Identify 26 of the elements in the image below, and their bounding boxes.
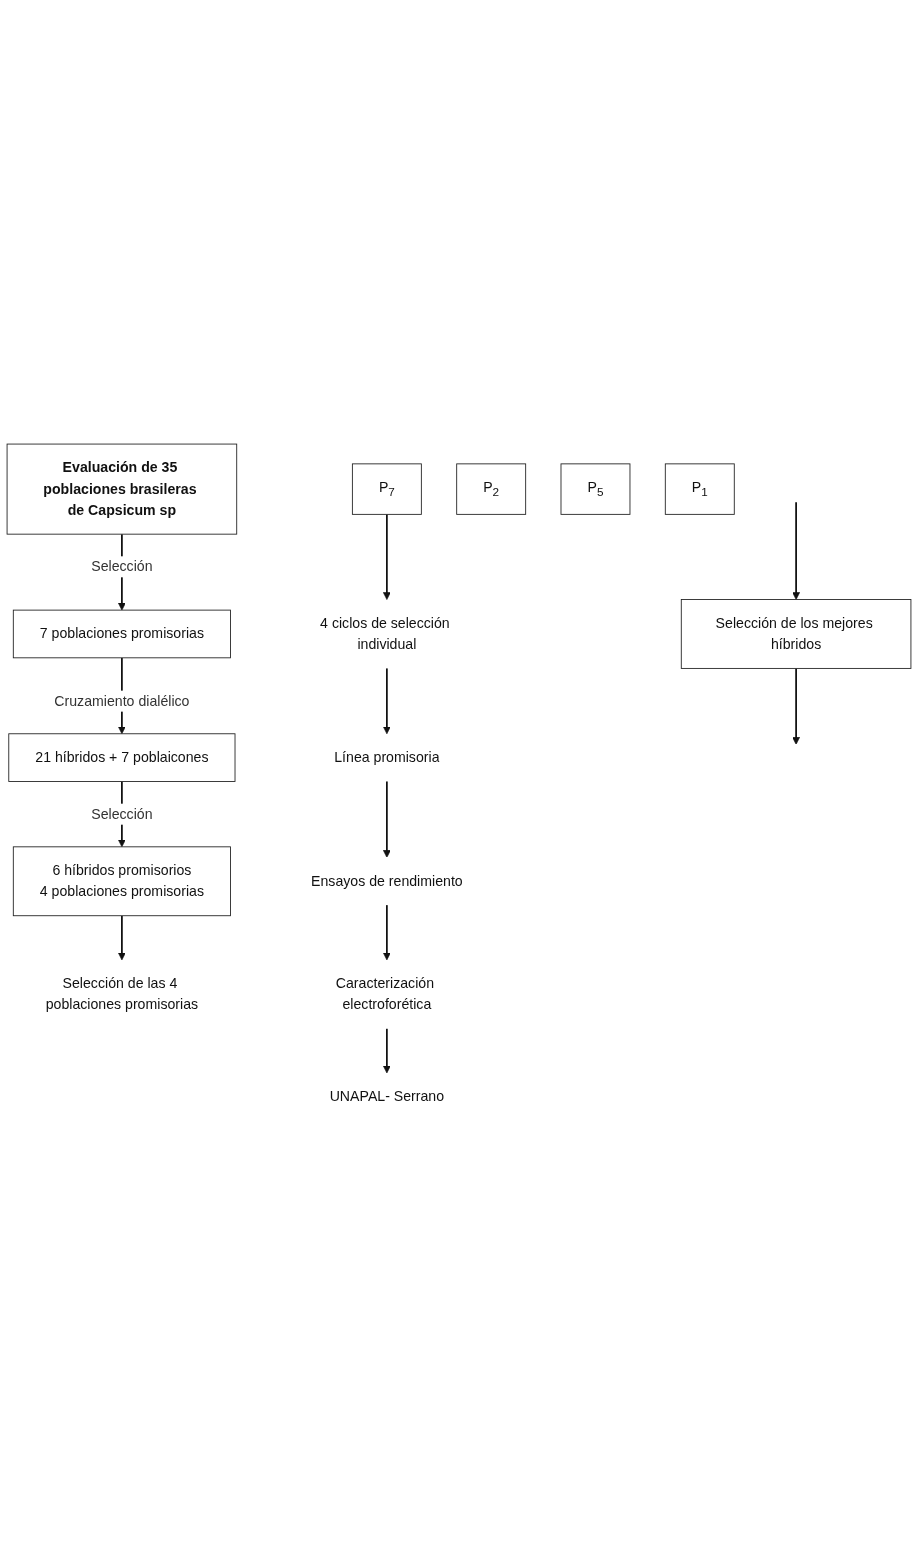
node-text: Línea promisoria (334, 749, 440, 765)
node-box: 21 híbridos + 7 poblaicones (8, 732, 236, 782)
node-text: Ensayos de rendimiento (311, 872, 463, 888)
node-text: Selección de las 4 poblaciones promisorias (45, 975, 199, 1012)
node-box: P$_{7}$ (351, 463, 422, 515)
node-text: 4 ciclos de selección individual (320, 615, 450, 652)
arrow (383, 667, 391, 734)
node-text: UNAPAL- Serrano (329, 1088, 445, 1104)
arrow (118, 914, 126, 960)
node-box: P$_{5}$ (560, 463, 631, 515)
arrow (383, 780, 391, 858)
edge-label: Cruzamiento dialélico (54, 692, 190, 708)
node-text: Caracterización electroforética (335, 975, 434, 1012)
arrow (792, 501, 800, 600)
edge-label: Selección (91, 558, 153, 574)
node-box: P$_{1}$ (664, 463, 735, 515)
node-box: 7 poblaciones promisorias (12, 609, 231, 658)
edge-label: Selección (91, 805, 153, 821)
node-box: Evaluación de 35 poblaciones brasileras de Capsicum sp (6, 443, 238, 535)
arrow (383, 903, 391, 960)
arrow (792, 667, 800, 745)
node-box: P$_{2}$ (456, 463, 527, 515)
arrow (383, 513, 391, 600)
node-box: Selección de los mejores híbridos (680, 598, 912, 669)
node-box: 6 híbridos promisorios 4 poblaciones promisorias (12, 846, 231, 916)
arrow (383, 1027, 391, 1073)
